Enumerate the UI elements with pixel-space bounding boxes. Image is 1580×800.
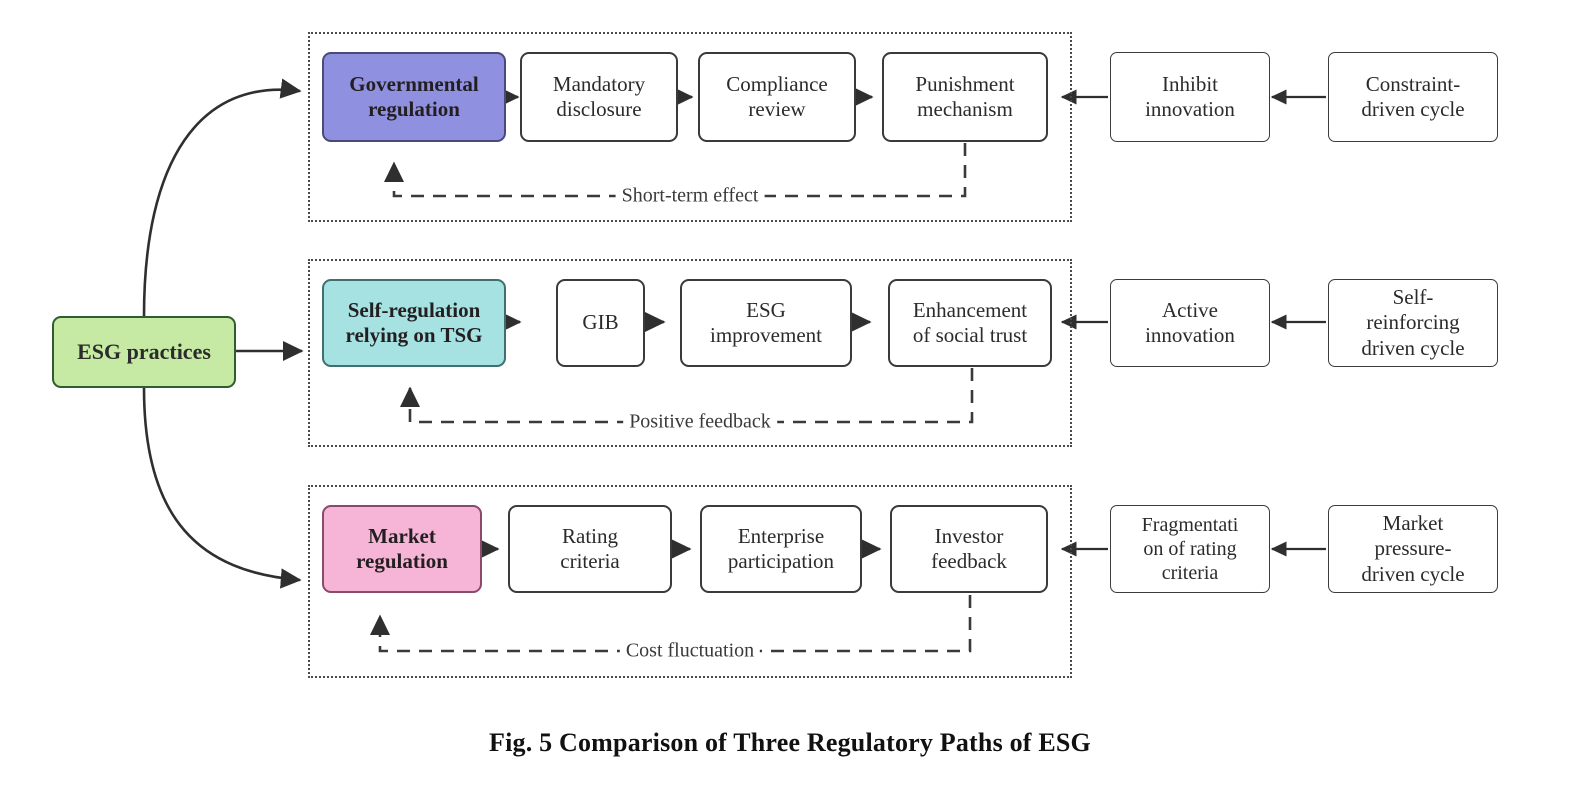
node-mandatory-disclosure[interactable]: Mandatory disclosure <box>520 52 678 142</box>
feedback-label-positive-feedback: Positive feedback <box>623 410 777 434</box>
node-self-reinforcing-driven-cycle-label: Self- reinforcing driven cycle <box>1361 285 1465 360</box>
node-gib[interactable]: GIB <box>556 279 645 367</box>
node-market-pressure-driven-cycle[interactable]: Market pressure- driven cycle <box>1328 505 1498 593</box>
node-market-regulation[interactable]: Market regulation <box>322 505 482 593</box>
node-self-regulation-label: Self-regulation relying on TSG <box>345 297 483 347</box>
figure-caption: Fig. 5 Comparison of Three Regulatory Pa… <box>489 728 1091 757</box>
node-enterprise-participation-label: Enterprise participation <box>727 523 835 573</box>
node-investor-feedback[interactable]: Investor feedback <box>890 505 1048 593</box>
node-fragmentation-of-rating-criteria-label: Fragmentati on of rating criteria <box>1141 514 1239 584</box>
node-enhancement-of-social-trust[interactable]: Enhancement of social trust <box>888 279 1052 367</box>
node-active-innovation-label: Active innovation <box>1145 297 1235 347</box>
arrow-esg-to-governmental <box>142 78 302 317</box>
node-active-innovation[interactable]: Active innovation <box>1110 279 1270 367</box>
node-governmental-regulation-label: Governmental regulation <box>349 71 479 121</box>
node-compliance-review[interactable]: Compliance review <box>698 52 856 142</box>
feedback-label-short-term-effect: Short-term effect <box>615 184 765 208</box>
node-esg-practices[interactable]: ESG practices <box>52 316 236 388</box>
node-compliance-review-label: Compliance review <box>726 71 828 121</box>
group-market-path <box>308 485 1072 678</box>
node-inhibit-innovation-label: Inhibit innovation <box>1145 71 1235 121</box>
node-self-reinforcing-driven-cycle[interactable]: Self- reinforcing driven cycle <box>1328 279 1498 367</box>
node-rating-criteria-label: Rating criteria <box>560 523 620 573</box>
node-rating-criteria[interactable]: Rating criteria <box>508 505 672 593</box>
node-punishment-mechanism-label: Punishment mechanism <box>915 71 1015 121</box>
arrow-esg-to-market <box>142 387 302 589</box>
node-punishment-mechanism[interactable]: Punishment mechanism <box>882 52 1048 142</box>
group-governmental-path <box>308 32 1072 222</box>
group-self-regulation-path <box>308 259 1072 447</box>
feedback-label-positive-feedback-text: Positive feedback <box>629 410 771 433</box>
node-constraint-driven-cycle-label: Constraint- driven cycle <box>1361 71 1465 121</box>
feedback-label-short-term-effect-text: Short-term effect <box>621 184 759 207</box>
node-esg-improvement-label: ESG improvement <box>710 297 822 347</box>
node-mandatory-disclosure-label: Mandatory disclosure <box>552 71 646 121</box>
feedback-label-cost-fluctuation-text: Cost fluctuation <box>625 639 755 662</box>
node-fragmentation-of-rating-criteria[interactable]: Fragmentati on of rating criteria <box>1110 505 1270 593</box>
node-enterprise-participation[interactable]: Enterprise participation <box>700 505 862 593</box>
feedback-label-cost-fluctuation: Cost fluctuation <box>619 639 761 663</box>
node-market-pressure-driven-cycle-label: Market pressure- driven cycle <box>1361 511 1465 586</box>
node-self-regulation[interactable]: Self-regulation relying on TSG <box>322 279 506 367</box>
node-gib-label: GIB <box>582 310 619 335</box>
node-esg-practices-label: ESG practices <box>77 338 211 364</box>
node-enhancement-of-social-trust-label: Enhancement of social trust <box>912 297 1028 347</box>
node-governmental-regulation[interactable]: Governmental regulation <box>322 52 506 142</box>
node-investor-feedback-label: Investor feedback <box>931 523 1007 573</box>
node-market-regulation-label: Market regulation <box>356 523 448 573</box>
node-inhibit-innovation[interactable]: Inhibit innovation <box>1110 52 1270 142</box>
node-esg-improvement[interactable]: ESG improvement <box>680 279 852 367</box>
node-constraint-driven-cycle[interactable]: Constraint- driven cycle <box>1328 52 1498 142</box>
